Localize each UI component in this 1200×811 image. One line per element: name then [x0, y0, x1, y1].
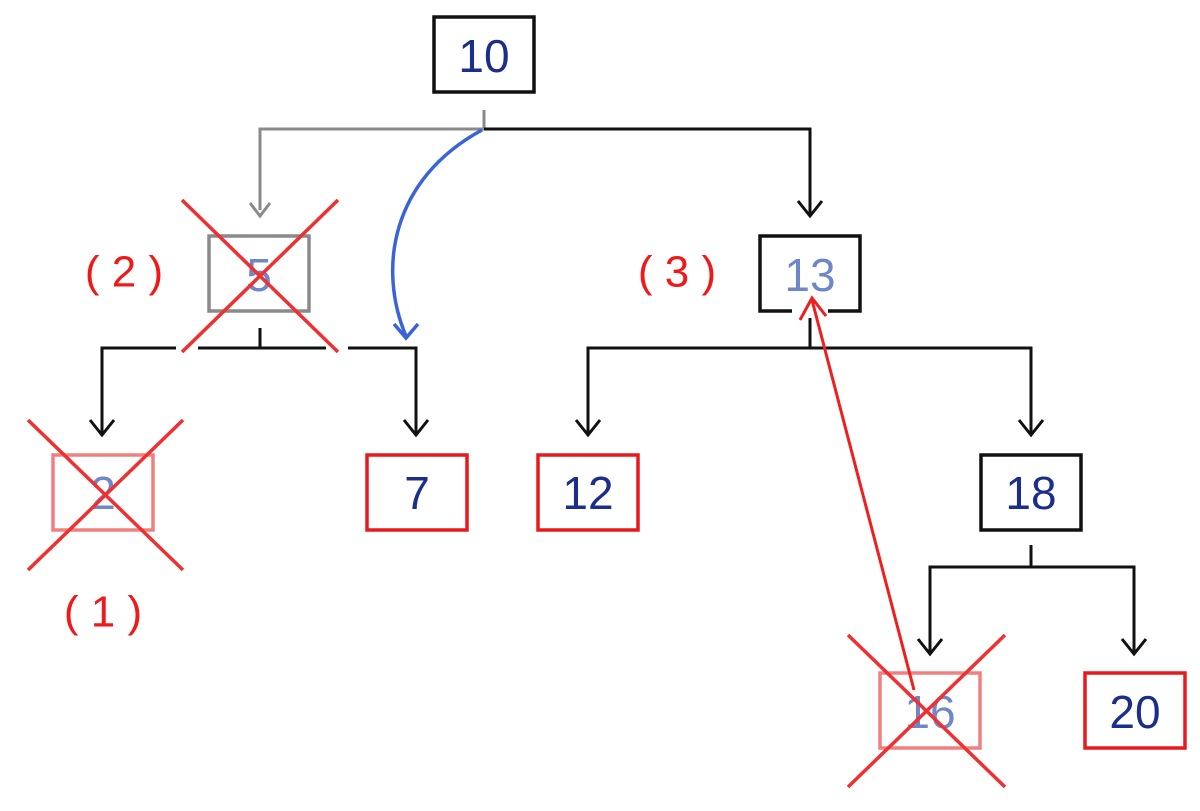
step-label-2: ( 2 ) — [85, 248, 163, 297]
node-label: 10 — [458, 30, 509, 82]
cross-node-16 — [846, 633, 1007, 789]
node-label: 13 — [784, 249, 835, 301]
cross-node-5 — [180, 198, 340, 354]
node-18: 18 — [979, 453, 1083, 532]
move-arrow — [798, 295, 916, 691]
edge-13-to-12 — [574, 318, 812, 438]
edge-5-to-2 — [88, 328, 262, 438]
node-16: 16 — [878, 671, 982, 750]
node-label: 18 — [1005, 467, 1056, 519]
edge-13-to-18 — [810, 346, 1045, 438]
node-20: 20 — [1083, 671, 1187, 750]
edge-18-to-16 — [916, 545, 1033, 657]
edge-5-to-7 — [260, 346, 430, 438]
edge-10-to-5 — [248, 110, 486, 219]
node-13: 13 — [758, 234, 862, 315]
node-label: 7 — [404, 467, 430, 519]
redirect-arrow — [390, 128, 483, 341]
node-7: 7 — [365, 453, 469, 532]
node-10: 10 — [432, 15, 536, 94]
edge-10-to-13 — [484, 127, 824, 219]
step-label-3: ( 3 ) — [638, 248, 716, 297]
node-12: 12 — [536, 453, 640, 532]
edge-18-to-20 — [1031, 565, 1148, 657]
node-label: 12 — [562, 467, 613, 519]
cross-node-2 — [26, 418, 185, 572]
step-label-1: ( 1 ) — [64, 588, 142, 637]
node-label: 20 — [1109, 686, 1160, 738]
